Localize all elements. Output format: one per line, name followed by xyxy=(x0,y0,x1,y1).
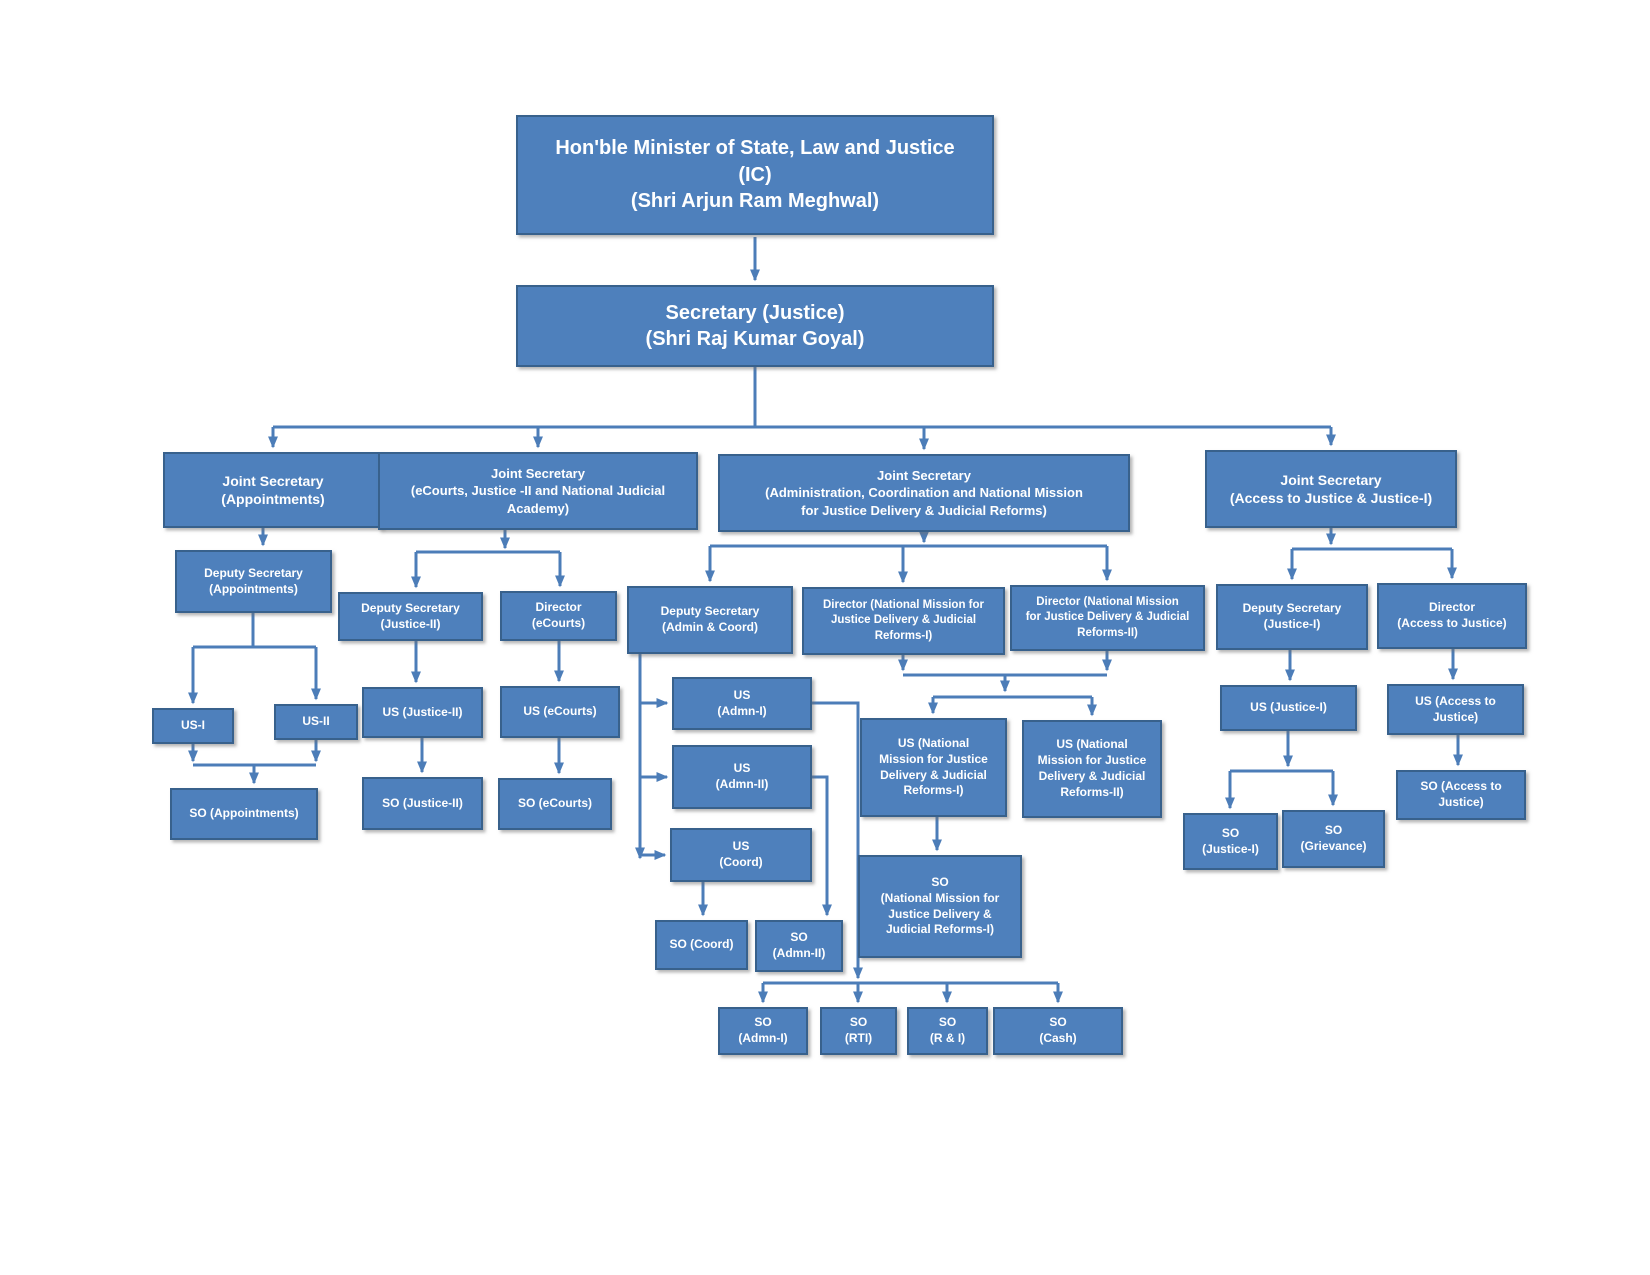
org-node-us-nmjdr1: US (National Mission for Justice Deliver… xyxy=(860,718,1007,817)
org-node-so-admn2: SO (Admn-II) xyxy=(755,920,843,972)
org-node-so-ecourts: SO (eCourts) xyxy=(498,778,612,830)
org-node-minister: Hon'ble Minister of State, Law and Justi… xyxy=(516,115,994,235)
org-node-so-rti: SO (RTI) xyxy=(820,1007,897,1055)
org-node-ds-justice1: Deputy Secretary (Justice-I) xyxy=(1216,584,1368,650)
org-node-dir-nmjdr2: Director (National Mission for Justice D… xyxy=(1010,585,1205,651)
org-node-so-ri: SO (R & I) xyxy=(907,1007,988,1055)
org-node-js-access: Joint Secretary (Access to Justice & Jus… xyxy=(1205,450,1457,528)
org-node-us-ecourts: US (eCourts) xyxy=(500,686,620,738)
org-node-us-admn2: US (Admn-II) xyxy=(672,745,812,809)
org-node-us-admn1: US (Admn-I) xyxy=(672,677,812,730)
org-node-us-nmjdr2: US (National Mission for Justice Deliver… xyxy=(1022,720,1162,818)
org-node-secretary: Secretary (Justice) (Shri Raj Kumar Goya… xyxy=(516,285,994,367)
org-node-ds-justice2: Deputy Secretary (Justice-II) xyxy=(338,592,483,641)
org-node-so-justice2: SO (Justice-II) xyxy=(362,777,483,830)
org-node-ds-admin-coord: Deputy Secretary (Admin & Coord) xyxy=(627,586,793,654)
org-node-so-cash: SO (Cash) xyxy=(993,1007,1123,1055)
org-node-us-access: US (Access to Justice) xyxy=(1387,684,1524,735)
org-node-dir-access: Director (Access to Justice) xyxy=(1377,583,1527,649)
org-node-so-access: SO (Access to Justice) xyxy=(1396,770,1526,820)
org-node-so-justice1: SO (Justice-I) xyxy=(1183,813,1278,870)
org-node-so-appointments: SO (Appointments) xyxy=(170,788,318,840)
org-node-us-justice1: US (Justice-I) xyxy=(1220,685,1357,731)
org-node-js-admin: Joint Secretary (Administration, Coordin… xyxy=(718,454,1130,532)
org-node-js-ecourts: Joint Secretary (eCourts, Justice -II an… xyxy=(378,452,698,530)
org-node-so-coord: SO (Coord) xyxy=(655,920,748,970)
org-node-us-2: US-II xyxy=(274,704,358,740)
org-node-us-1: US-I xyxy=(152,708,234,744)
org-node-so-admn1: SO (Admn-I) xyxy=(718,1007,808,1055)
org-node-us-coord: US (Coord) xyxy=(670,828,812,882)
org-node-us-justice2: US (Justice-II) xyxy=(362,687,483,738)
org-node-so-nmjdr1: SO (National Mission for Justice Deliver… xyxy=(858,855,1022,958)
org-node-dir-ecourts: Director (eCourts) xyxy=(500,591,617,641)
org-node-js-appointments: Joint Secretary (Appointments) xyxy=(163,452,383,528)
org-node-ds-appointments: Deputy Secretary (Appointments) xyxy=(175,550,332,613)
org-node-dir-nmjdr1: Director (National Mission for Justice D… xyxy=(802,587,1005,655)
org-node-so-grievance: SO (Grievance) xyxy=(1282,810,1385,868)
